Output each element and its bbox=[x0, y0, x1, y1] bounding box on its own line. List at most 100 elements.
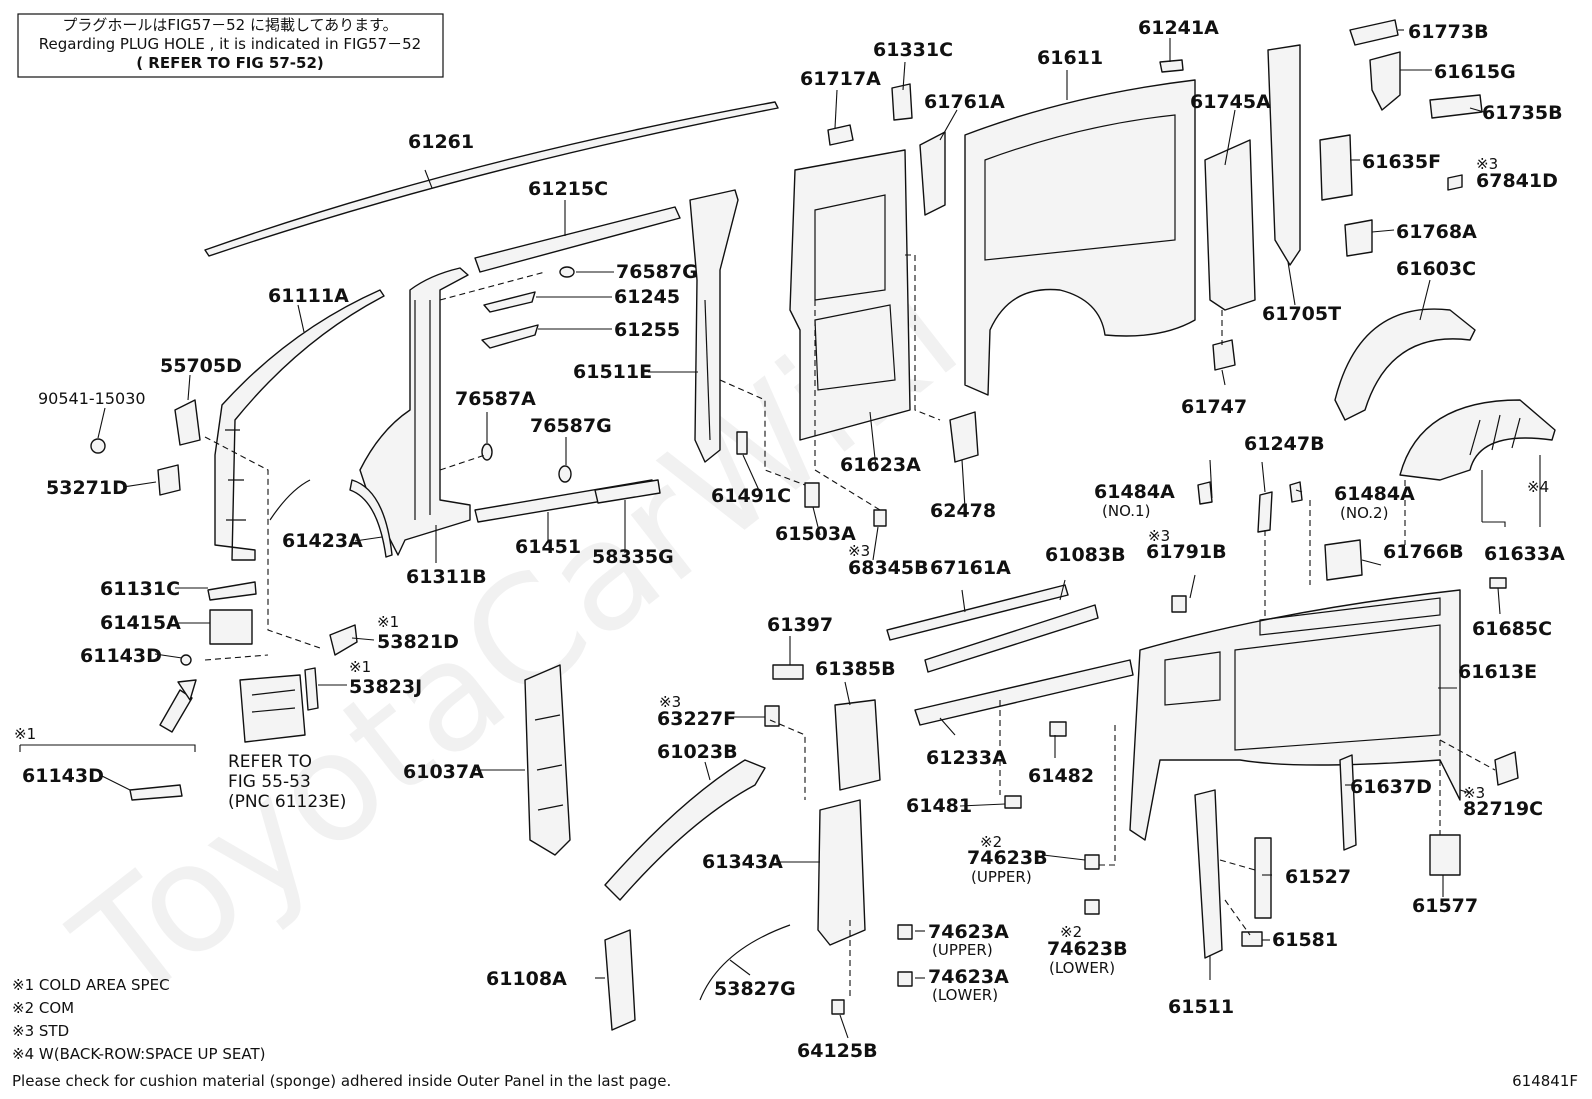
mark-53823J: ※1 bbox=[349, 658, 371, 676]
label-61311B: 61311B bbox=[406, 566, 487, 588]
mark-74623B-upper: ※2 bbox=[980, 833, 1002, 851]
header-line-1: プラグホールはFIG57－52 に掲載してあります。 bbox=[62, 16, 397, 34]
label-61482: 61482 bbox=[1028, 765, 1094, 787]
label-64125B: 64125B bbox=[797, 1040, 878, 1062]
sublabel-no2: (NO.2) bbox=[1340, 504, 1388, 522]
label-74623B-lower: 74623B bbox=[1047, 938, 1128, 960]
label-61745A: 61745A bbox=[1190, 91, 1271, 113]
sublabel-lower-a: (LOWER) bbox=[932, 986, 998, 1004]
label-53827G: 53827G bbox=[714, 978, 796, 1000]
label-61577: 61577 bbox=[1412, 895, 1478, 917]
label-61611: 61611 bbox=[1037, 47, 1103, 69]
label-67841D: 67841D bbox=[1476, 170, 1558, 192]
footnote-4: ※4 W(BACK-ROW:SPACE UP SEAT) bbox=[12, 1045, 265, 1063]
label-61037A: 61037A bbox=[403, 761, 484, 783]
label-61484A-no1: 61484A bbox=[1094, 481, 1175, 503]
label-61484A-no2: 61484A bbox=[1334, 483, 1415, 505]
label-61451: 61451 bbox=[515, 536, 581, 558]
label-63227F: 63227F bbox=[657, 708, 736, 730]
label-61491C: 61491C bbox=[711, 485, 791, 507]
label-53823J: 53823J bbox=[349, 676, 422, 698]
label-61131C: 61131C bbox=[100, 578, 180, 600]
label-76587G-top: 76587G bbox=[616, 261, 698, 283]
label-62478: 62478 bbox=[930, 500, 996, 522]
refer-line-3: (PNC 61123E) bbox=[228, 792, 346, 812]
label-61637D: 61637D bbox=[1350, 776, 1432, 798]
sublabel-upper-b: (UPPER) bbox=[971, 868, 1032, 886]
reference-marks: ※1 ※1 ※1 ※3 ※3 ※3 ※3 ※2 ※2 ※3 ※4 bbox=[14, 155, 1549, 941]
label-61385B: 61385B bbox=[815, 658, 896, 680]
label-61261: 61261 bbox=[408, 131, 474, 153]
label-61397: 61397 bbox=[767, 614, 833, 636]
label-61766B: 61766B bbox=[1383, 541, 1464, 563]
mark-82719C: ※3 bbox=[1463, 784, 1485, 802]
label-61247B: 61247B bbox=[1244, 433, 1325, 455]
leader-lines bbox=[19, 29, 1541, 1039]
label-61215C: 61215C bbox=[528, 178, 608, 200]
label-82719C: 82719C bbox=[1463, 798, 1543, 820]
label-61241A: 61241A bbox=[1138, 17, 1219, 39]
part-shapes bbox=[90, 19, 1556, 1031]
label-67161A: 67161A bbox=[930, 557, 1011, 579]
label-61415A: 61415A bbox=[100, 612, 181, 634]
label-61511E: 61511E bbox=[573, 361, 652, 383]
header-note-box: プラグホールはFIG57－52 に掲載してあります。 Regarding PLU… bbox=[17, 13, 444, 78]
label-61603C: 61603C bbox=[1396, 258, 1476, 280]
sublabel-upper-a: (UPPER) bbox=[932, 941, 993, 959]
label-61615G: 61615G bbox=[1434, 61, 1516, 83]
label-61143D: 61143D bbox=[80, 645, 162, 667]
refer-line-1: REFER TO bbox=[228, 752, 312, 772]
mark-53821D: ※1 bbox=[377, 613, 399, 631]
label-90541-15030: 90541-15030 bbox=[38, 389, 146, 408]
label-74623A-upper: 74623A bbox=[928, 921, 1009, 943]
header-line-3: ( REFER TO FIG 57-52) bbox=[136, 54, 324, 72]
label-61768A: 61768A bbox=[1396, 221, 1477, 243]
label-58335G: 58335G bbox=[592, 546, 674, 568]
label-61581: 61581 bbox=[1272, 929, 1338, 951]
label-61245: 61245 bbox=[614, 286, 680, 308]
label-61685C: 61685C bbox=[1472, 618, 1552, 640]
label-61633A: 61633A bbox=[1484, 543, 1565, 565]
mark-61633A: ※4 bbox=[1527, 478, 1549, 496]
footnote-1: ※1 COLD AREA SPEC bbox=[12, 976, 170, 994]
mark-cold-group: ※1 bbox=[14, 725, 36, 743]
label-53271D: 53271D bbox=[46, 477, 128, 499]
refer-note: REFER TO FIG 55-53 (PNC 61123E) bbox=[228, 752, 346, 812]
label-61613E: 61613E bbox=[1458, 661, 1537, 683]
label-61255: 61255 bbox=[614, 319, 680, 341]
label-61023B: 61023B bbox=[657, 741, 738, 763]
label-61481: 61481 bbox=[906, 795, 972, 817]
label-61511: 61511 bbox=[1168, 996, 1234, 1018]
part-labels: 61261 61215C 76587G 61245 61255 61111A 5… bbox=[22, 17, 1565, 1062]
sublabel-no1: (NO.1) bbox=[1102, 502, 1150, 520]
header-line-2: Regarding PLUG HOLE , it is indicated in… bbox=[39, 35, 421, 53]
label-61233A: 61233A bbox=[926, 747, 1007, 769]
sub-labels: (NO.1) (NO.2) (UPPER) (LOWER) (UPPER) (L… bbox=[932, 502, 1388, 1004]
label-61343A: 61343A bbox=[702, 851, 783, 873]
label-61108A: 61108A bbox=[486, 968, 567, 990]
footnote-3: ※3 STD bbox=[12, 1022, 69, 1040]
dashed-lines bbox=[204, 254, 1496, 1000]
label-61143D-cold: 61143D bbox=[22, 765, 104, 787]
label-61791B: 61791B bbox=[1146, 541, 1227, 563]
mark-67841D: ※3 bbox=[1476, 155, 1498, 173]
refer-line-2: FIG 55-53 bbox=[228, 772, 311, 792]
sublabel-lower-b: (LOWER) bbox=[1049, 959, 1115, 977]
label-76587A: 76587A bbox=[455, 388, 536, 410]
label-61635F: 61635F bbox=[1362, 151, 1441, 173]
label-61111A: 61111A bbox=[268, 285, 349, 307]
label-53821D: 53821D bbox=[377, 631, 459, 653]
footnote-2: ※2 COM bbox=[12, 999, 74, 1017]
mark-61791B: ※3 bbox=[1148, 527, 1170, 545]
label-61503A: 61503A bbox=[775, 523, 856, 545]
label-61083B: 61083B bbox=[1045, 544, 1126, 566]
footnotes: ※1 COLD AREA SPEC ※2 COM ※3 STD ※4 W(BAC… bbox=[12, 976, 671, 1090]
mark-74623B-lower: ※2 bbox=[1060, 923, 1082, 941]
mark-68345B: ※3 bbox=[848, 542, 870, 560]
label-61331C: 61331C bbox=[873, 39, 953, 61]
label-55705D: 55705D bbox=[160, 355, 242, 377]
label-61705T: 61705T bbox=[1262, 303, 1341, 325]
label-61761A: 61761A bbox=[924, 91, 1005, 113]
label-74623A-lower: 74623A bbox=[928, 966, 1009, 988]
